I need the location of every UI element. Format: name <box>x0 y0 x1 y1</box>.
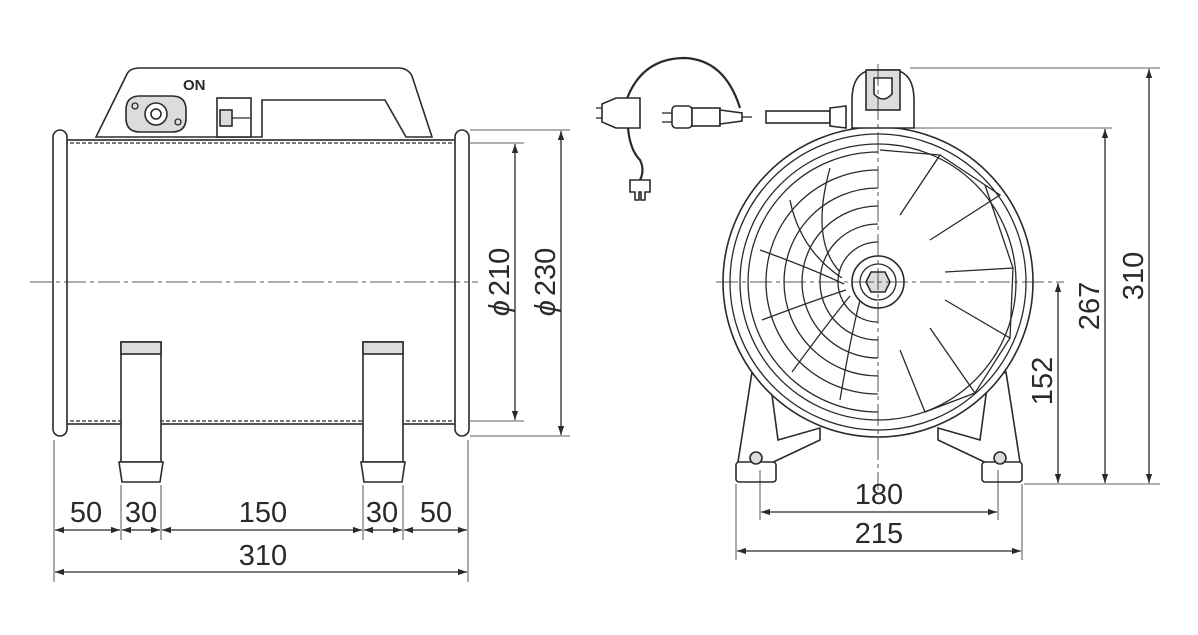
side-view: ON <box>30 67 570 582</box>
switch-plate <box>125 95 187 133</box>
dim-total-height: 310 <box>1118 252 1150 300</box>
plug-socket <box>596 97 641 129</box>
impeller-blades <box>879 149 1014 413</box>
svg-text:ϕ210: ϕ210 <box>484 248 516 317</box>
svg-text:ϕ230: ϕ230 <box>530 248 562 317</box>
power-cord <box>596 56 847 201</box>
dim-housing-height: 267 <box>1074 282 1106 330</box>
front-view: 180 215 152 267 310 <box>716 64 1160 560</box>
diameter-210-label: ϕ210 <box>484 248 516 317</box>
right-foot <box>360 341 406 483</box>
on-switch-label: ON <box>183 77 206 94</box>
right-rim <box>454 129 470 437</box>
stand <box>735 370 1023 483</box>
dim-axis-height: 152 <box>1027 357 1059 405</box>
dim-foot-spacing: 180 <box>855 479 903 511</box>
left-foot <box>118 341 164 483</box>
dim-seg-5: 50 <box>420 497 452 529</box>
plug-coupling <box>662 105 847 129</box>
dim-base-width: 215 <box>855 518 903 550</box>
dim-seg-1: 50 <box>70 497 102 529</box>
dim-seg-3: 150 <box>239 497 287 529</box>
dim-overall-length: 310 <box>239 540 287 572</box>
dim-seg-4: 30 <box>366 497 398 529</box>
spade-connector <box>629 179 651 201</box>
motor-connector <box>216 97 252 138</box>
dim-seg-2: 30 <box>125 497 157 529</box>
front-handle <box>851 69 915 129</box>
left-rim <box>52 129 68 437</box>
diameter-230-label: ϕ230 <box>530 248 562 317</box>
